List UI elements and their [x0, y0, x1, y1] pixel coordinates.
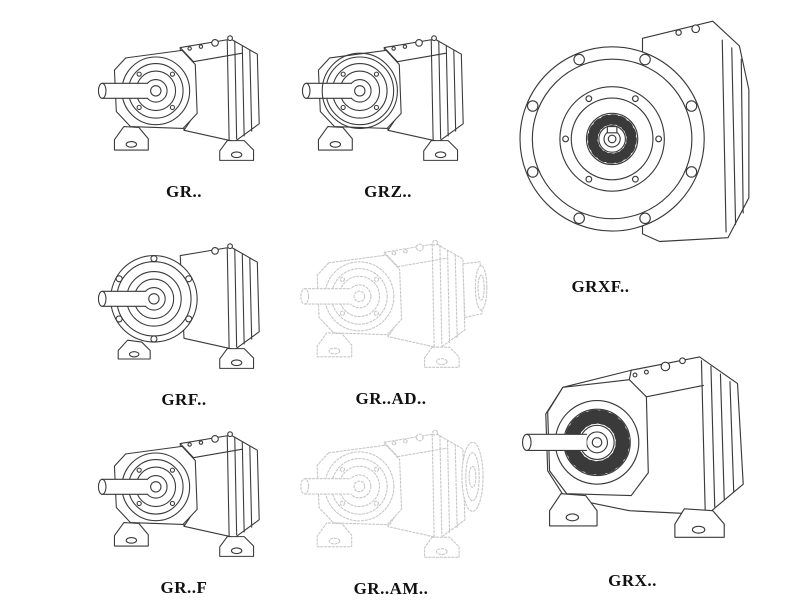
gearbox-drawing-grz: [294, 8, 482, 168]
gearbox-drawing-grf: [97, 243, 260, 369]
product-card-grxf: GRXF..: [500, 6, 785, 297]
gearbox-drawing-gr-f: [97, 431, 260, 557]
product-card-grz: GRZ..: [294, 8, 482, 202]
gearbox-drawing-grxf: [500, 6, 785, 251]
gearbox-drawing-grx: [502, 300, 787, 543]
product-label-gr: GR..: [166, 182, 202, 201]
product-card-grx: GRX..: [502, 300, 787, 591]
product-card-gr: GR..: [90, 8, 278, 202]
product-label-gr-am: GR..AM..: [353, 579, 429, 598]
product-card-gr-f: GR..F: [90, 404, 278, 598]
product-card-gr-am: GR..AM..: [292, 402, 490, 599]
product-label-grz: GRZ..: [364, 182, 412, 201]
gearbox-drawing-gr-am: [292, 402, 490, 565]
product-label-gr-ad: GR..AD..: [355, 389, 427, 408]
product-card-gr-ad: GR..AD..: [292, 212, 490, 409]
product-label-gr-f: GR..F: [160, 578, 208, 597]
gearbox-drawing-gr: [97, 35, 260, 161]
gearbox-drawing-gr-ad: [292, 212, 490, 375]
product-label-grx: GRX..: [608, 571, 657, 590]
product-card-grf: GRF..: [90, 216, 278, 410]
product-label-grxf: GRXF..: [571, 277, 630, 296]
product-label-grf: GRF..: [161, 390, 207, 409]
